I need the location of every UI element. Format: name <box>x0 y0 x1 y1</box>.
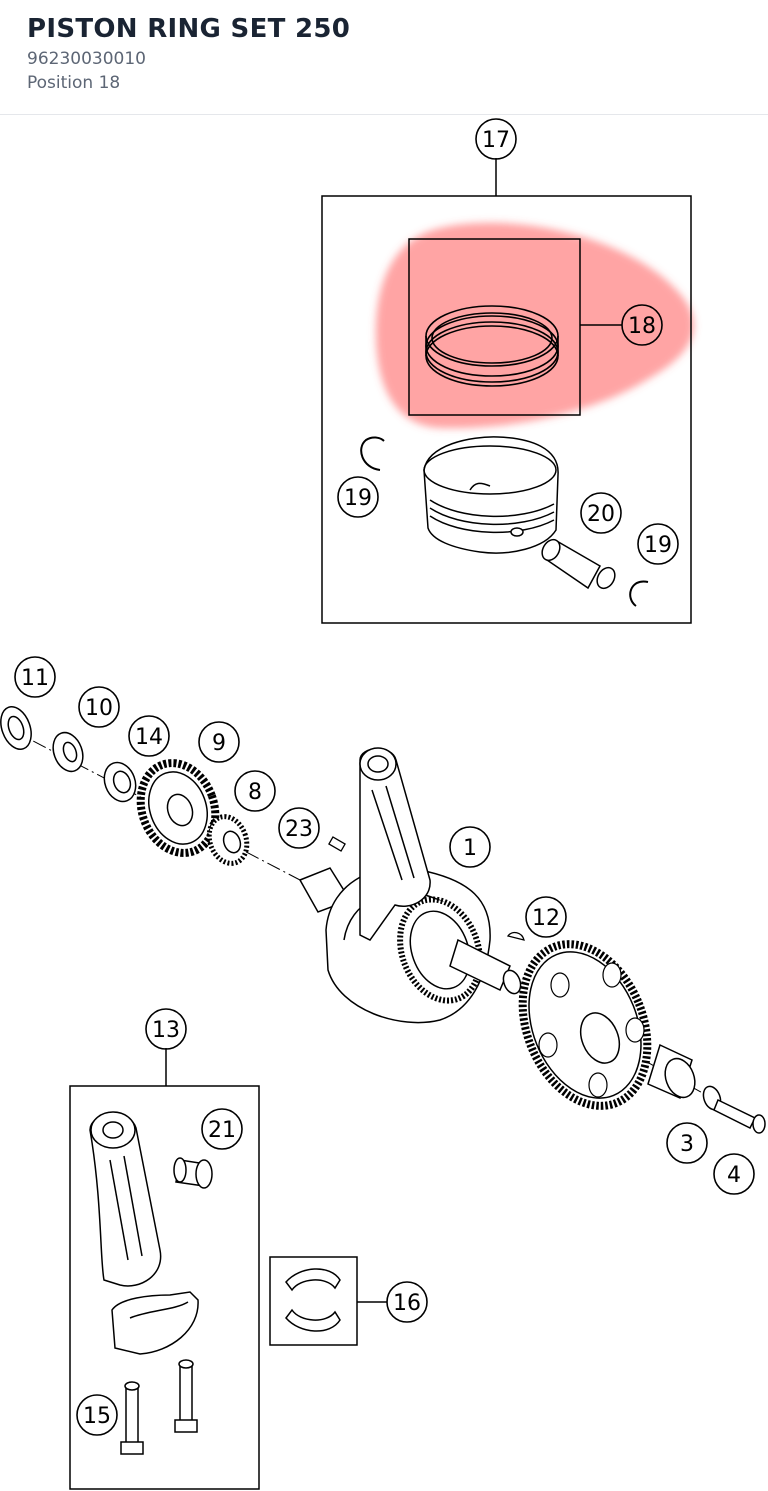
bearing-shell-box <box>269 1256 387 1346</box>
callout-circle <box>386 1281 428 1323</box>
callout-circle <box>198 721 240 763</box>
callout-label: 10 <box>85 696 113 721</box>
callout-circle <box>337 476 379 518</box>
page-header: PISTON RING SET 250 96230030010 Position… <box>0 0 768 115</box>
callout-c19b[interactable]: 19 <box>637 523 679 565</box>
callout-c19a[interactable]: 19 <box>337 476 379 518</box>
crank-key-icon <box>506 931 525 941</box>
circlip-icon <box>629 580 649 607</box>
connecting-rod-icon <box>359 747 431 941</box>
callout-c14[interactable]: 14 <box>128 715 170 757</box>
callout-label: 13 <box>152 1018 180 1043</box>
needle-bearing-icon <box>647 1043 696 1100</box>
woodruff-key-icon <box>328 836 346 852</box>
circlip-icon <box>360 436 385 471</box>
callout-circle <box>525 896 567 938</box>
callout-c3[interactable]: 3 <box>666 1122 708 1164</box>
callout-label: 4 <box>727 1163 741 1188</box>
callout-label: 19 <box>344 486 372 511</box>
callout-c20[interactable]: 20 <box>580 492 622 534</box>
callout-circle <box>713 1153 755 1195</box>
bolt-icon <box>713 1098 757 1130</box>
callout-c9[interactable]: 9 <box>198 721 240 763</box>
callout-label: 3 <box>680 1132 694 1157</box>
callout-circle <box>76 1394 118 1436</box>
conrod-bolt-icon <box>120 1359 198 1455</box>
part-title: PISTON RING SET 250 <box>27 14 351 44</box>
conrod-cap-icon <box>111 1291 199 1355</box>
callout-c15[interactable]: 15 <box>76 1394 118 1436</box>
callout-label: 9 <box>212 731 226 756</box>
callout-label: 21 <box>208 1118 236 1143</box>
callout-circle <box>449 826 491 868</box>
callout-c21[interactable]: 21 <box>201 1108 243 1150</box>
shaft-seal-icon <box>0 706 32 750</box>
callout-c13[interactable]: 13 <box>145 1008 187 1050</box>
callout-circle <box>666 1122 708 1164</box>
callout-circle <box>580 492 622 534</box>
callout-c23[interactable]: 23 <box>278 807 320 849</box>
piston-group-box <box>321 158 692 624</box>
callout-c4[interactable]: 4 <box>713 1153 755 1195</box>
callout-label: 11 <box>21 666 49 691</box>
callout-layer: 17 18 19 20 19 11 10 14 98 23 1 12 13 21 3 4 16 15 <box>14 118 755 1436</box>
callout-label: 14 <box>135 725 163 750</box>
bolt-head-icon <box>752 1114 766 1134</box>
callout-c8[interactable]: 8 <box>234 770 276 812</box>
callout-c12[interactable]: 12 <box>525 896 567 938</box>
callout-c1[interactable]: 1 <box>449 826 491 868</box>
bearing-shell-icon <box>285 1268 341 1332</box>
callout-circle <box>637 523 679 565</box>
part-position: Position 18 <box>27 73 121 93</box>
callout-c11[interactable]: 11 <box>14 656 56 698</box>
callout-circle <box>14 656 56 698</box>
callout-circle <box>145 1008 187 1050</box>
connecting-rod-icon <box>89 1111 162 1287</box>
callout-label: 18 <box>628 314 656 339</box>
callout-label: 16 <box>393 1291 421 1316</box>
callout-c10[interactable]: 10 <box>78 686 120 728</box>
callout-c18[interactable]: 18 <box>621 304 663 346</box>
callout-circle <box>78 686 120 728</box>
callout-label: 12 <box>532 906 560 931</box>
callout-label: 20 <box>587 502 615 527</box>
callout-label: 1 <box>463 836 477 861</box>
callout-circle <box>234 770 276 812</box>
callout-label: 19 <box>644 533 672 558</box>
timing-gear-icon <box>206 814 250 866</box>
conrod-kit-box <box>69 1048 260 1490</box>
callout-label: 8 <box>248 780 262 805</box>
piston-pin-icon <box>541 538 616 590</box>
callout-circle <box>278 807 320 849</box>
callout-c17[interactable]: 17 <box>475 118 517 160</box>
callout-circle <box>201 1108 243 1150</box>
callout-label: 23 <box>285 817 313 842</box>
small-end-bushing-icon <box>173 1157 213 1189</box>
starter-gear-icon <box>518 940 652 1110</box>
part-number: 96230030010 <box>27 49 146 69</box>
piston-icon <box>423 436 559 554</box>
callout-label: 15 <box>83 1404 111 1429</box>
primary-gear-icon <box>136 759 220 857</box>
callout-circle <box>128 715 170 757</box>
washer-icon <box>52 731 84 773</box>
bearing-icon <box>103 761 137 803</box>
callout-c16[interactable]: 16 <box>386 1281 428 1323</box>
callout-label: 17 <box>482 128 510 153</box>
callout-circle <box>621 304 663 346</box>
piston-ring-set-icon[interactable] <box>425 305 559 387</box>
callout-circle <box>475 118 517 160</box>
